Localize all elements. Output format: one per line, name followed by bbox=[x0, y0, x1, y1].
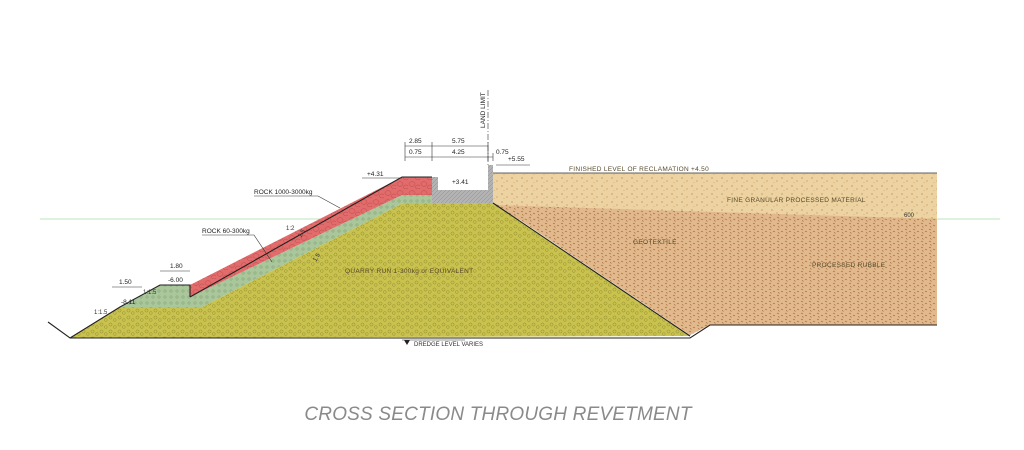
fine-material-label: FINE GRANULAR PROCESSED MATERIAL bbox=[727, 197, 866, 204]
berm-lower-width: 1.50 bbox=[119, 279, 132, 286]
cap-top-level: +3.41 bbox=[452, 179, 469, 186]
dredge-level-label: DREDGE LEVEL VARIES bbox=[414, 342, 483, 348]
berm-upper-width: 1.80 bbox=[170, 263, 183, 270]
land-limit-label: LAND LIMIT bbox=[480, 92, 487, 128]
crest-level: +5.55 bbox=[508, 156, 525, 163]
dim-top-1: 2.85 bbox=[409, 138, 422, 145]
finished-level-label: FINISHED LEVEL OF RECLAMATION +4.50 bbox=[569, 166, 709, 173]
rock-armour-label: ROCK 1000-3000kg bbox=[254, 189, 313, 196]
slope-toe: 1:1.5 bbox=[94, 310, 108, 316]
armour-outline bbox=[189, 176, 432, 298]
rock-filter-layer bbox=[120, 195, 432, 307]
slope-main: 1:2 bbox=[286, 226, 295, 232]
fine-granular-fill bbox=[493, 173, 937, 219]
slope-berm-upper: 1:1.5 bbox=[143, 290, 157, 296]
dim-top-2: 5.75 bbox=[452, 138, 465, 145]
level-marker: 600 bbox=[904, 213, 915, 219]
crown-wall bbox=[432, 165, 493, 203]
top-dimensions: 2.85 5.75 0.75 4.25 0.75 bbox=[404, 138, 509, 161]
berm-upper-level: -6.00 bbox=[168, 277, 183, 284]
filter-thickness: 1.5 bbox=[313, 252, 323, 263]
processed-rubble-fill bbox=[493, 205, 937, 335]
rock-filter-label: ROCK 60-300kg bbox=[202, 228, 250, 235]
dim-bottom-1: 0.75 bbox=[409, 149, 422, 156]
rock-armour-layer bbox=[190, 177, 432, 297]
drawing-title: CROSS SECTION THROUGH REVETMENT bbox=[304, 404, 692, 425]
revetment-outline bbox=[69, 284, 191, 339]
dim-bottom-2: 4.25 bbox=[452, 149, 465, 156]
dim-bottom-3: 0.75 bbox=[496, 149, 509, 156]
quarry-run-label: QUARRY RUN 1-300kg or EQUIVALENT bbox=[345, 268, 473, 275]
geotextile-line bbox=[492, 202, 691, 337]
berm-lower-level: -8.11 bbox=[121, 299, 136, 306]
quarry-run-core bbox=[70, 203, 690, 338]
seabed-outline bbox=[47, 321, 937, 339]
dredge-level-marker bbox=[404, 340, 410, 345]
armour-top-level: +4.31 bbox=[367, 171, 384, 178]
armour-thickness: 1.5 bbox=[298, 228, 308, 239]
processed-rubble-label: PROCESSED RUBBLE bbox=[812, 262, 886, 269]
geotextile-label: GEOTEXTILE bbox=[633, 239, 677, 246]
